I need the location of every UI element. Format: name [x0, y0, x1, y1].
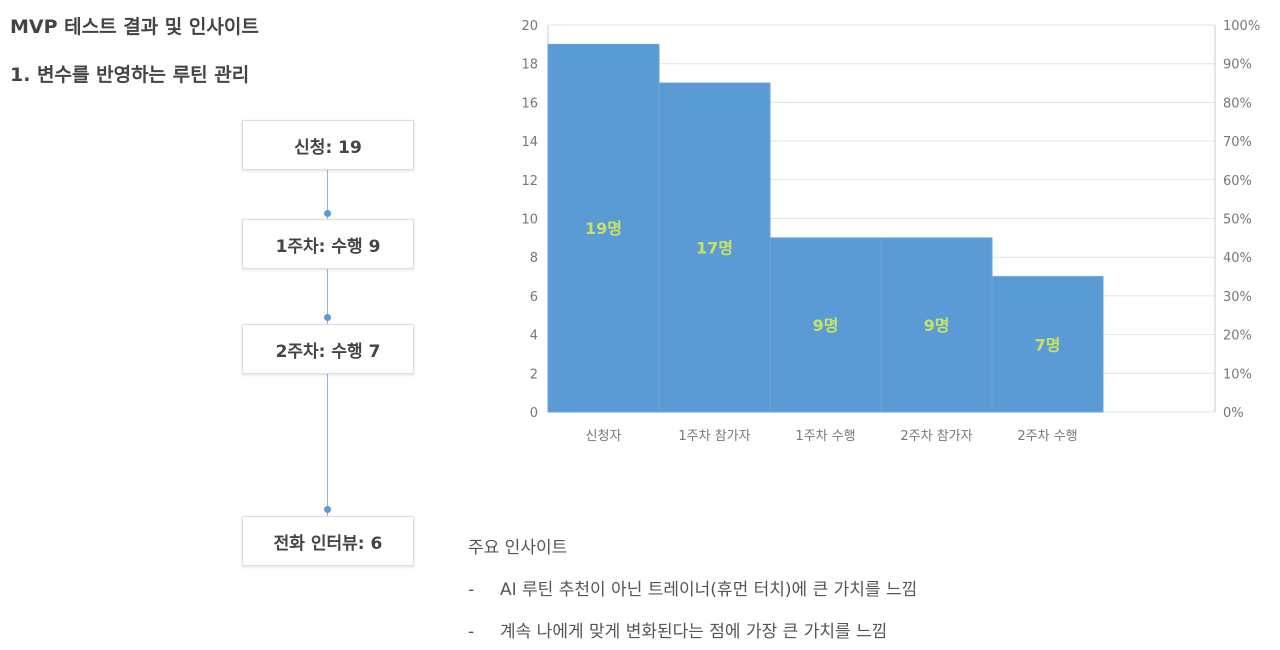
y2-tick-label: 60%: [1223, 174, 1252, 189]
insight-item: -AI 루틴 추천이 아닌 트레이너(휴먼 터치)에 큰 가치를 느낌: [468, 580, 918, 600]
y-tick-label: 8: [530, 251, 538, 266]
insight-item: -계속 나에게 맞게 변화된다는 점에 가장 큰 가치를 느낌: [468, 622, 888, 642]
y-tick-label: 6: [530, 290, 538, 305]
data-label: 7명: [1035, 335, 1061, 354]
flow-box-week1: 1주차: 수행 9: [242, 219, 414, 269]
flow-dot: [324, 210, 331, 217]
x-tick-label: 1주차 수행: [795, 428, 855, 444]
data-label: 9명: [924, 316, 950, 335]
data-label: 19명: [585, 219, 622, 238]
x-tick-label: 2주차 수행: [1017, 428, 1077, 444]
y2-tick-label: 80%: [1223, 96, 1252, 111]
x-tick-label: 1주차 참가자: [678, 429, 750, 444]
insight-text: 계속 나에게 맞게 변화된다는 점에 가장 큰 가치를 느낌: [500, 622, 888, 642]
data-label: 17명: [696, 239, 733, 258]
data-label: 9명: [813, 316, 839, 335]
bar: [658, 82, 771, 413]
y-tick-label: 10: [521, 213, 538, 228]
insights-title: 주요 인사이트: [468, 538, 568, 558]
page-title: MVP 테스트 결과 및 인사이트: [10, 16, 259, 38]
bar: [769, 237, 882, 413]
y-tick-label: 2: [530, 367, 538, 382]
y-tick-label: 12: [521, 174, 538, 189]
flow-dot: [324, 506, 331, 513]
x-tick-label: 신청자: [586, 429, 622, 444]
flow-box-apply: 신청: 19: [242, 120, 414, 170]
bar: [547, 43, 660, 413]
flow-box-interview: 전화 인터뷰: 6: [242, 516, 414, 566]
y2-tick-label: 50%: [1223, 213, 1252, 228]
y2-tick-label: 40%: [1223, 251, 1252, 266]
y-tick-label: 18: [521, 58, 538, 73]
y2-tick-label: 20%: [1223, 329, 1252, 344]
insight-text: AI 루틴 추천이 아닌 트레이너(휴먼 터치)에 큰 가치를 느낌: [500, 580, 918, 600]
bar: [991, 276, 1104, 413]
y-tick-label: 0: [530, 406, 538, 421]
section-title: 1. 변수를 반영하는 루틴 관리: [10, 64, 250, 86]
y2-tick-label: 30%: [1223, 290, 1252, 305]
y2-tick-label: 90%: [1223, 58, 1252, 73]
y-tick-label: 20: [521, 19, 538, 34]
y2-tick-label: 0%: [1223, 406, 1244, 421]
bar: [880, 237, 993, 413]
y2-tick-label: 70%: [1223, 135, 1252, 150]
flow-box-week2: 2주차: 수행 7: [242, 324, 414, 374]
y-tick-label: 14: [521, 135, 538, 150]
flow-dot: [324, 314, 331, 321]
y-tick-label: 4: [530, 329, 538, 344]
y2-tick-label: 100%: [1223, 19, 1260, 34]
x-tick-label: 2주차 참가자: [900, 429, 972, 444]
y2-tick-label: 10%: [1223, 367, 1252, 382]
y-tick-label: 16: [521, 96, 538, 111]
